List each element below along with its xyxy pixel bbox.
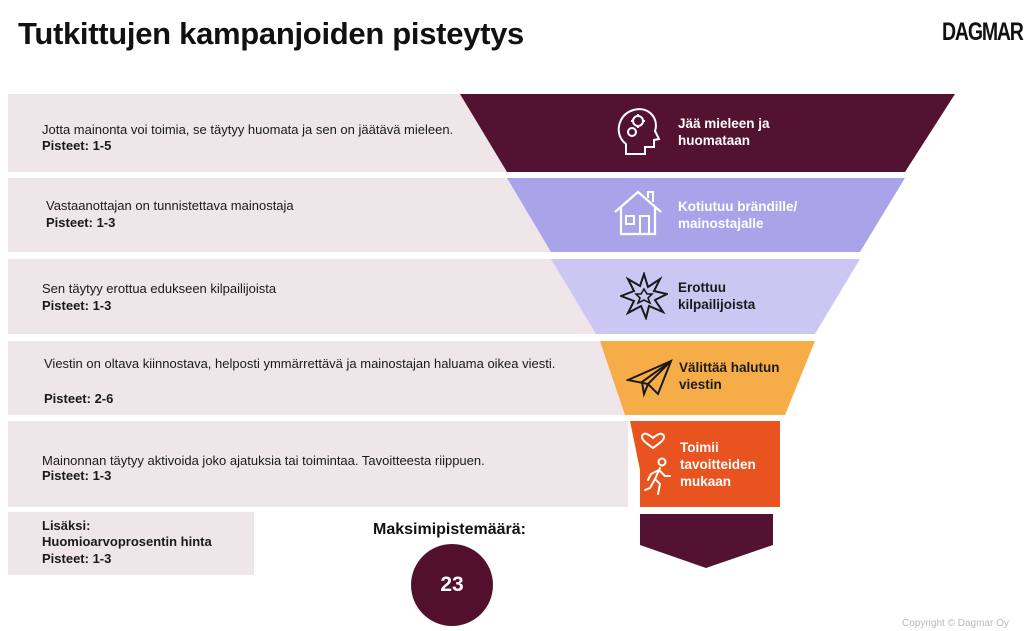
page-title: Tutkittujen kampanjoiden pisteytys xyxy=(18,16,524,51)
criteria-row-3: Sen täytyy erottua edukseen kilpailijois… xyxy=(8,259,628,334)
funnel-stage-4 xyxy=(600,341,815,415)
funnel-stage-2 xyxy=(507,178,905,252)
criteria-row-4: Viestin on oltava kiinnostava, helposti … xyxy=(8,341,628,415)
burst-icon xyxy=(620,272,668,320)
funnel-stage-label-1: Jää mieleen ja huomataan xyxy=(678,116,770,148)
extra-criteria: Lisäksi: Huomioarvoprosentin hinta Piste… xyxy=(8,512,254,575)
criteria-score: Pisteet: 1-3 xyxy=(42,298,112,313)
max-score-badge: 23 xyxy=(411,544,493,626)
criteria-description: Mainonnan täytyy aktivoida joko ajatuksi… xyxy=(42,453,485,468)
copyright-notice: Copyright © Dagmar Oy xyxy=(902,618,1009,629)
paper-plane-icon xyxy=(626,359,673,398)
criteria-description: Viestin on oltava kiinnostava, helposti … xyxy=(44,356,556,371)
extra-score: Pisteet: 1-3 xyxy=(42,551,112,566)
funnel-stage-label-3: Erottuu kilpailijoista xyxy=(678,280,756,312)
max-score-label: Maksimipistemäärä: xyxy=(373,521,526,538)
criteria-description: Vastaanottajan on tunnistettava mainosta… xyxy=(46,198,294,213)
extra-heading: Lisäksi: xyxy=(42,518,91,533)
criteria-score: Pisteet: 2-6 xyxy=(44,391,114,406)
funnel-stage-5 xyxy=(630,421,780,507)
brand-logo: DAGMAR xyxy=(942,18,1024,46)
criteria-score: Pisteet: 1-5 xyxy=(42,138,112,153)
criteria-row-5: Mainonnan täytyy aktivoida joko ajatuksi… xyxy=(8,421,628,507)
heart-walker-icon xyxy=(640,432,671,495)
funnel-stage-label-4: Välittää halutun viestin xyxy=(679,360,780,392)
funnel-bottom-arrow xyxy=(640,514,773,568)
funnel-stage-label-2: Kotiutuu brändille/ mainostajalle xyxy=(678,199,798,231)
funnel-stage-label-5: Toimii tavoitteiden mukaan xyxy=(680,440,756,489)
criteria-description: Jotta mainonta voi toimia, se täytyy huo… xyxy=(42,122,454,137)
head-gears-icon xyxy=(617,108,661,155)
criteria-description: Sen täytyy erottua edukseen kilpailijois… xyxy=(42,281,277,296)
extra-item: Huomioarvoprosentin hinta xyxy=(42,534,212,549)
criteria-score: Pisteet: 1-3 xyxy=(46,215,116,230)
criteria-score: Pisteet: 1-3 xyxy=(42,468,112,483)
funnel-stage-3 xyxy=(551,259,860,334)
max-score-value: 23 xyxy=(440,573,464,596)
house-icon xyxy=(614,190,662,236)
funnel-stage-1 xyxy=(460,94,955,172)
